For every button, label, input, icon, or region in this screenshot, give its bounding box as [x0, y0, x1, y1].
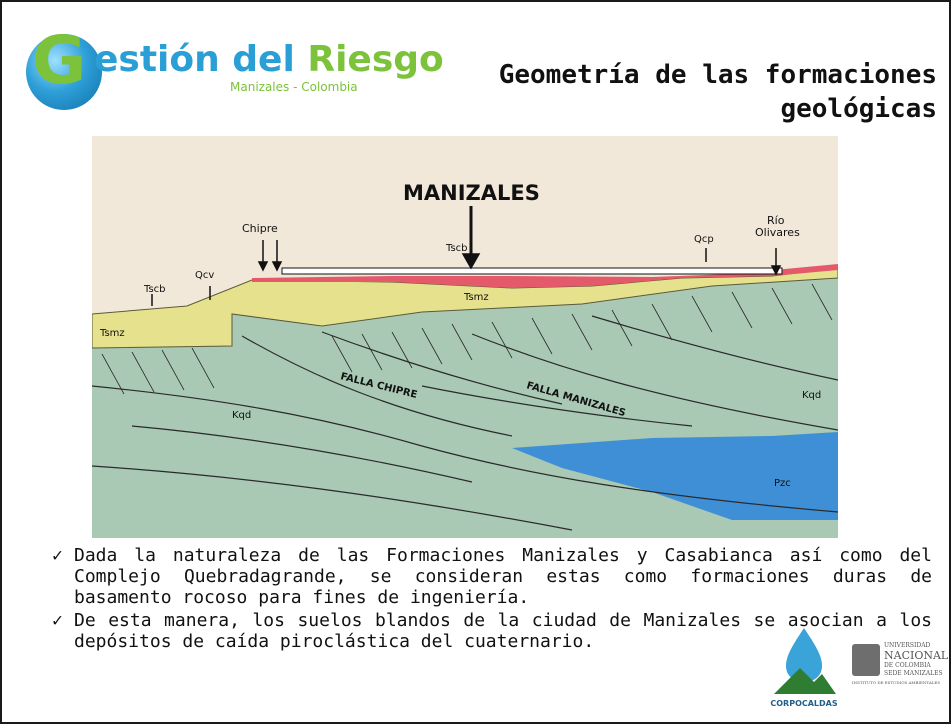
fault-lines	[92, 315, 838, 531]
pointer-arrows	[151, 206, 782, 306]
bullet-item: ✓ De esta manera, los suelos blandos de …	[52, 610, 932, 652]
mountain-icon	[774, 668, 836, 694]
unal-line5: INSTITUTO DE ESTUDIOS AMBIENTALES	[852, 680, 941, 685]
bullet-text: De esta manera, los suelos blandos de la…	[74, 610, 932, 652]
water-drop-icon	[786, 628, 822, 682]
unal-line3: DE COLOMBIA	[884, 662, 931, 669]
bullet-item: ✓ Dada la naturaleza de las Formaciones …	[52, 545, 932, 608]
diagram-label-pzc: Pzc	[774, 478, 791, 489]
bullet-text: Dada la naturaleza de las Formaciones Ma…	[74, 545, 932, 608]
logo-word2: Riesgo	[294, 39, 444, 80]
diagram-label-kqd-left: Kqd	[232, 410, 251, 421]
diagram-label-qcp: Qcp	[694, 234, 714, 245]
unal-line4: SEDE MANIZALES	[884, 670, 943, 677]
diagram-label-rio: Río	[767, 214, 785, 227]
logo-wordmark: estión del Riesgo	[94, 42, 444, 78]
universidad-nacional-logo: UNIVERSIDAD NACIONAL DE COLOMBIA SEDE MA…	[852, 640, 948, 700]
diagram-label-kqd-right: Kqd	[802, 390, 821, 401]
check-icon: ✓	[52, 610, 63, 631]
unal-line2: NACIONAL	[884, 649, 949, 662]
diagram-label-qcv: Qcv	[195, 270, 214, 281]
diagram-label-tscb-top: Tscb	[445, 243, 468, 254]
unal-line1: UNIVERSIDAD	[884, 642, 931, 649]
logo-globe-icon	[26, 34, 102, 110]
slide-title-line2: geológicas	[780, 94, 937, 124]
geological-cross-section: MANIZALES Chipre Río Olivares Tscb Qcp Q…	[92, 136, 838, 538]
slide-title: Geometría de las formaciones geológicas	[417, 58, 937, 126]
logo-word1: estión del	[94, 39, 295, 80]
diagram-label-tscb-left: Tscb	[143, 284, 166, 295]
logo-subtitle: Manizales - Colombia	[230, 80, 358, 94]
crest-icon	[852, 644, 880, 676]
diagram-label-olivares: Olivares	[755, 226, 800, 239]
gestion-del-riesgo-logo: G estión del Riesgo Manizales - Colombia	[26, 22, 444, 110]
diagram-label-manizales: MANIZALES	[403, 181, 540, 205]
corpocaldas-name: CORPOCALDAS	[770, 699, 837, 708]
check-icon: ✓	[52, 545, 63, 566]
diagram-label-chipre: Chipre	[242, 222, 278, 235]
diagram-label-tsmz-center: Tsmz	[463, 292, 489, 303]
town-buildings	[281, 267, 783, 275]
corpocaldas-logo: CORPOCALDAS	[770, 628, 838, 708]
pzc-body	[512, 432, 838, 520]
bullet-list: ✓ Dada la naturaleza de las Formaciones …	[52, 545, 932, 652]
logo-initial: G	[32, 22, 87, 99]
diagram-label-tsmz-left: Tsmz	[99, 328, 125, 339]
red-surface-layer	[252, 264, 838, 288]
foliation-hatching	[101, 283, 833, 395]
slide-title-line1: Geometría de las formaciones	[498, 60, 937, 90]
